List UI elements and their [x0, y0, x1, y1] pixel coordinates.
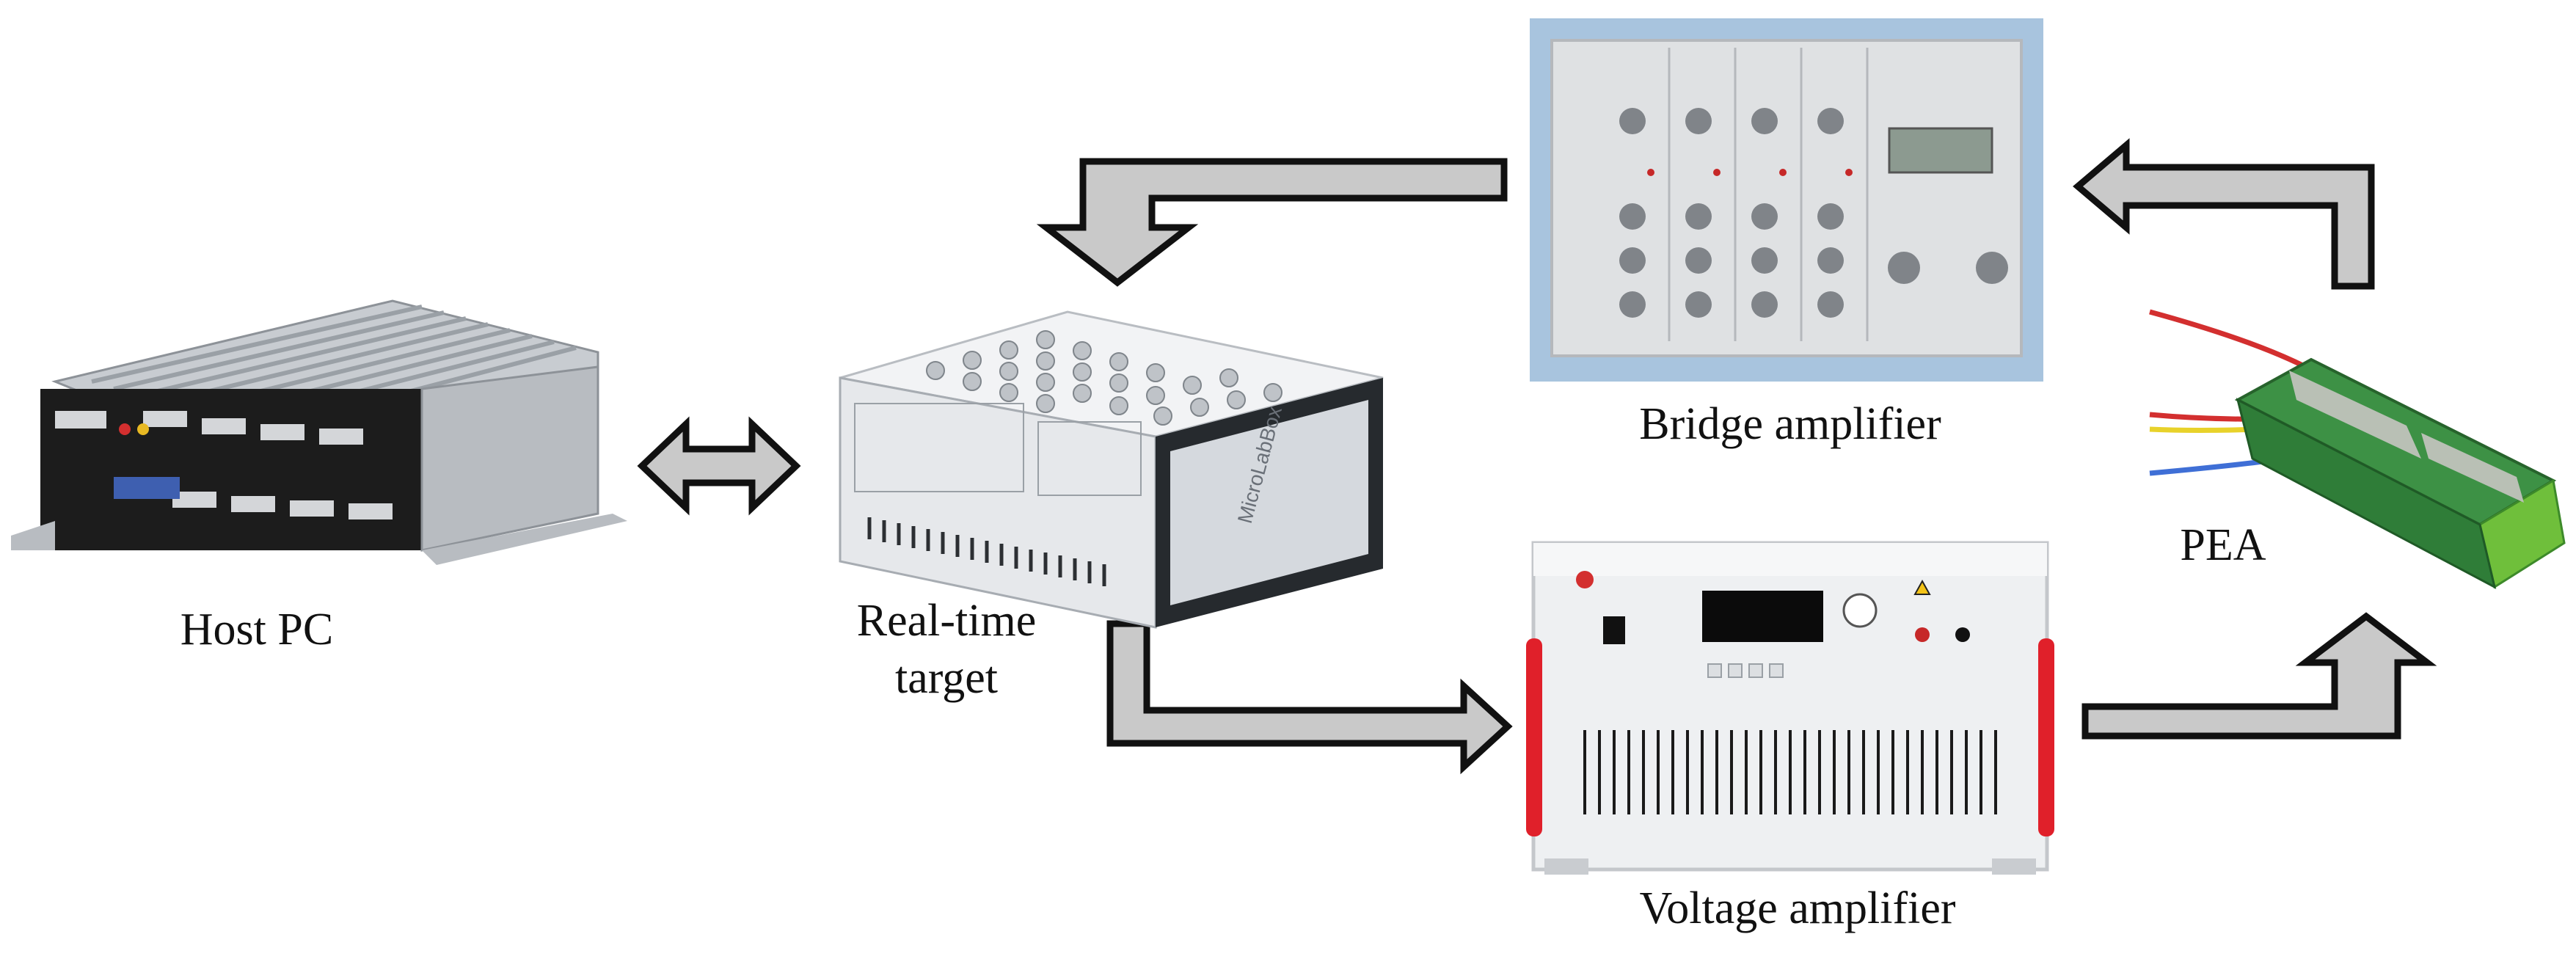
fanless-computer-icon	[11, 299, 627, 565]
host-pc-label: Host PC	[180, 605, 334, 654]
arrow-bridge-to-target	[1036, 158, 1508, 287]
arrow-pea-to-bridge	[2073, 138, 2375, 290]
real-time-target-label-line1: Real-time	[856, 596, 1037, 646]
arrow-voltage-to-pea	[2081, 612, 2437, 740]
bridge-amplifier-icon	[1530, 18, 2043, 382]
pea-label: PEA	[2180, 520, 2266, 570]
voltage-amplifier-label: Voltage amplifier	[1639, 883, 1956, 933]
arrow-target-to-voltage	[1106, 620, 1513, 775]
real-time-target-label-line2: target	[894, 652, 998, 703]
bridge-amplifier-label: Bridge amplifier	[1639, 399, 1941, 449]
microlabbox-icon: MicroLabBox	[839, 310, 1384, 629]
voltage-amplifier-icon	[1526, 541, 2054, 875]
real-time-target-label: Real-time target	[792, 593, 1101, 707]
piezo-actuator-icon	[2149, 309, 2566, 589]
bidirectional-arrow	[637, 416, 801, 516]
